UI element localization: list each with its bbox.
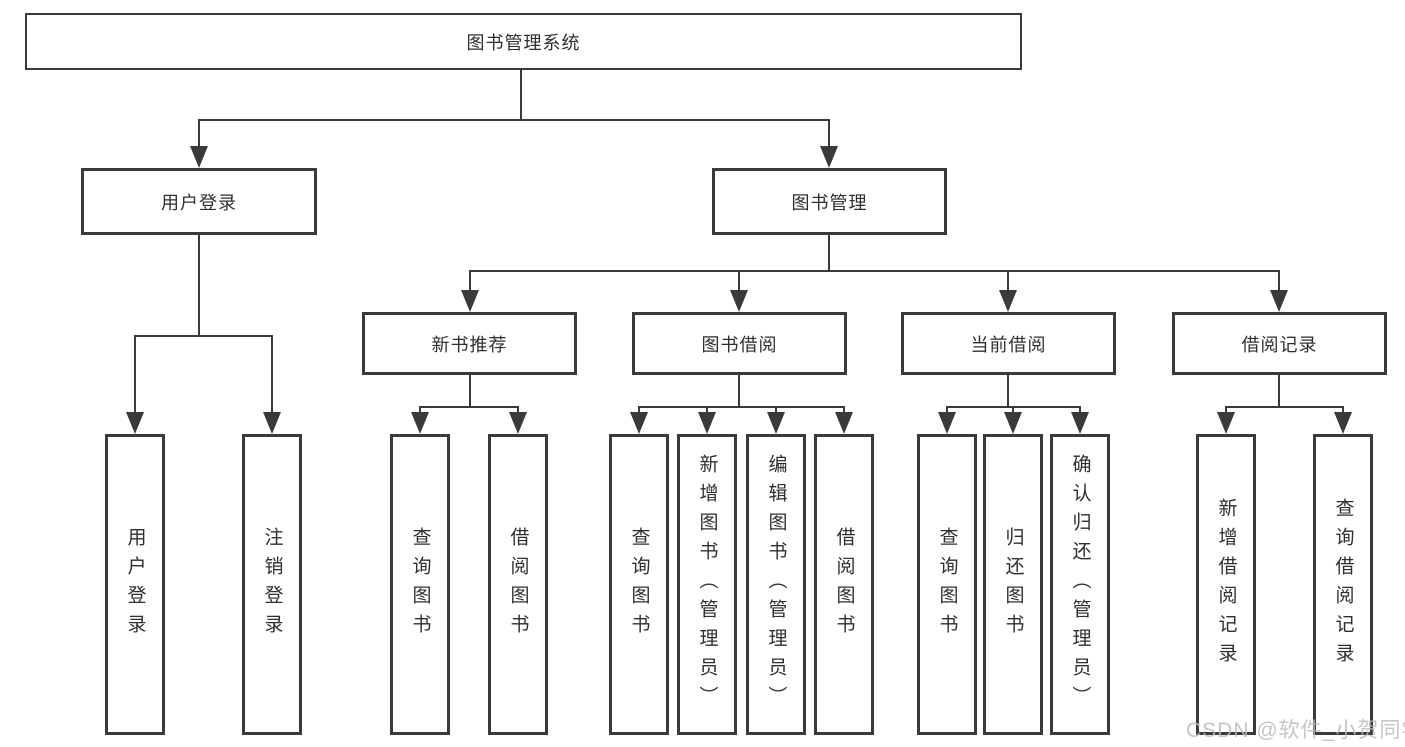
leaf-bb-borrow-books-label: 借阅图书	[833, 526, 855, 643]
arrow-head	[263, 412, 281, 434]
node-library-system: 图书管理系统	[25, 13, 1022, 70]
connector-line	[738, 375, 740, 408]
arrow-head	[1071, 412, 1089, 434]
arrow-head	[1270, 290, 1288, 312]
leaf-bb-add-books: 新增图书（管理员）	[677, 434, 737, 735]
arrow-head	[835, 412, 853, 434]
leaf-cb-confirm-return: 确认归还（管理员）	[1050, 434, 1110, 735]
connector-line	[134, 335, 136, 415]
connector-line	[828, 235, 830, 272]
connector-line	[1342, 406, 1344, 416]
node-book-borrowing: 图书借阅	[632, 312, 847, 375]
leaf-bb-query-books: 查询图书	[609, 434, 669, 735]
node-current-borrowing-label: 当前借阅	[970, 334, 1047, 355]
connector-line	[517, 406, 519, 416]
arrow-head	[1334, 412, 1352, 434]
node-library-system-label: 图书管理系统	[466, 32, 581, 53]
arrow-head	[630, 412, 648, 434]
connector-line	[1278, 270, 1280, 292]
connector-line	[469, 270, 471, 292]
connector-line	[843, 406, 845, 416]
connector-line	[419, 406, 519, 408]
connector-line	[419, 406, 421, 416]
node-book-borrowing-label: 图书借阅	[701, 334, 778, 355]
arrow-head	[730, 290, 748, 312]
leaf-bb-borrow-books: 借阅图书	[814, 434, 874, 735]
connector-line	[271, 335, 273, 415]
connector-line	[706, 406, 708, 416]
node-new-book-recommend-label: 新书推荐	[431, 334, 508, 355]
connector-line	[1225, 406, 1227, 416]
connector-line	[775, 406, 777, 416]
node-borrowing-records: 借阅记录	[1172, 312, 1387, 375]
connector-line	[946, 406, 948, 416]
leaf-logout: 注销登录	[242, 434, 302, 735]
arrow-head	[820, 146, 838, 168]
arrow-head	[1004, 412, 1022, 434]
arrow-head	[999, 290, 1017, 312]
connector-line	[1007, 375, 1009, 408]
connector-line	[1225, 406, 1343, 408]
arrow-head	[1217, 412, 1235, 434]
leaf-user-login-label: 用户登录	[124, 526, 146, 643]
arrow-head	[767, 412, 785, 434]
node-current-borrowing: 当前借阅	[901, 312, 1116, 375]
arrow-head	[190, 146, 208, 168]
leaf-br-query-record-label: 查询借阅记录	[1332, 497, 1354, 672]
leaf-rec-borrow-books-label: 借阅图书	[507, 526, 529, 643]
leaf-cb-return-books-label: 归还图书	[1002, 526, 1024, 643]
leaf-bb-add-books-label: 新增图书（管理员）	[696, 454, 718, 715]
connector-line	[198, 119, 830, 121]
arrow-head	[126, 412, 144, 434]
connector-line	[828, 119, 830, 150]
node-new-book-recommend: 新书推荐	[362, 312, 577, 375]
connector-line	[1079, 406, 1081, 416]
node-book-management: 图书管理	[712, 168, 947, 235]
leaf-br-query-record: 查询借阅记录	[1313, 434, 1373, 735]
leaf-user-login: 用户登录	[105, 434, 165, 735]
connector-line	[134, 335, 273, 337]
leaf-bb-edit-books: 编辑图书（管理员）	[746, 434, 806, 735]
connector-line	[1007, 270, 1009, 292]
csdn-watermark: CSDN @软件_小贺同学	[1186, 719, 1405, 742]
connector-line	[738, 270, 740, 292]
connector-line	[638, 406, 845, 408]
leaf-cb-query-books-label: 查询图书	[936, 526, 958, 643]
arrow-head	[411, 412, 429, 434]
leaf-br-add-record-label: 新增借阅记录	[1215, 497, 1237, 672]
leaf-bb-query-books-label: 查询图书	[628, 526, 650, 643]
leaf-bb-edit-books-label: 编辑图书（管理员）	[765, 454, 787, 715]
node-book-management-label: 图书管理	[791, 192, 868, 213]
leaf-cb-confirm-return-label: 确认归还（管理员）	[1069, 454, 1091, 715]
leaf-rec-borrow-books: 借阅图书	[488, 434, 548, 735]
leaf-logout-label: 注销登录	[261, 526, 283, 643]
connector-line	[638, 406, 640, 416]
node-borrowing-records-label: 借阅记录	[1241, 334, 1318, 355]
connector-line	[520, 70, 522, 119]
leaf-cb-query-books: 查询图书	[917, 434, 977, 735]
leaf-rec-query-books: 查询图书	[390, 434, 450, 735]
arrow-head	[938, 412, 956, 434]
arrow-head	[461, 290, 479, 312]
connector-line	[469, 375, 471, 408]
leaf-rec-query-books-label: 查询图书	[409, 526, 431, 643]
connector-line	[469, 270, 1280, 272]
node-user-login: 用户登录	[81, 168, 317, 235]
node-user-login-label: 用户登录	[161, 192, 237, 213]
connector-line	[1278, 375, 1280, 408]
connector-line	[1012, 406, 1014, 416]
connector-line	[198, 235, 200, 337]
arrow-head	[509, 412, 527, 434]
connector-line	[198, 119, 200, 150]
leaf-cb-return-books: 归还图书	[983, 434, 1043, 735]
leaf-br-add-record: 新增借阅记录	[1196, 434, 1256, 735]
arrow-head	[698, 412, 716, 434]
